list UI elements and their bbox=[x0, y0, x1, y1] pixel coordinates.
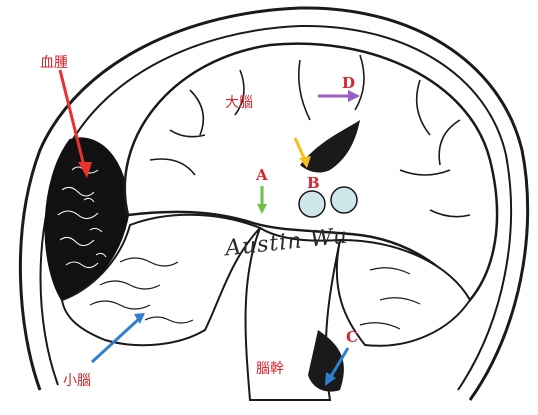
brainstem-label: 腦幹 bbox=[256, 362, 284, 376]
marker-a: A bbox=[256, 168, 268, 183]
thalamus-left bbox=[299, 191, 325, 217]
thalamus-right bbox=[331, 187, 357, 213]
cerebellum-label: 小腦 bbox=[63, 374, 91, 388]
marker-c: C bbox=[346, 330, 358, 345]
marker-b: B bbox=[307, 176, 320, 191]
hematoma-label: 血腫 bbox=[40, 56, 68, 70]
cerebrum-label: 大腦 bbox=[225, 96, 253, 110]
marker-d: D bbox=[342, 76, 355, 91]
